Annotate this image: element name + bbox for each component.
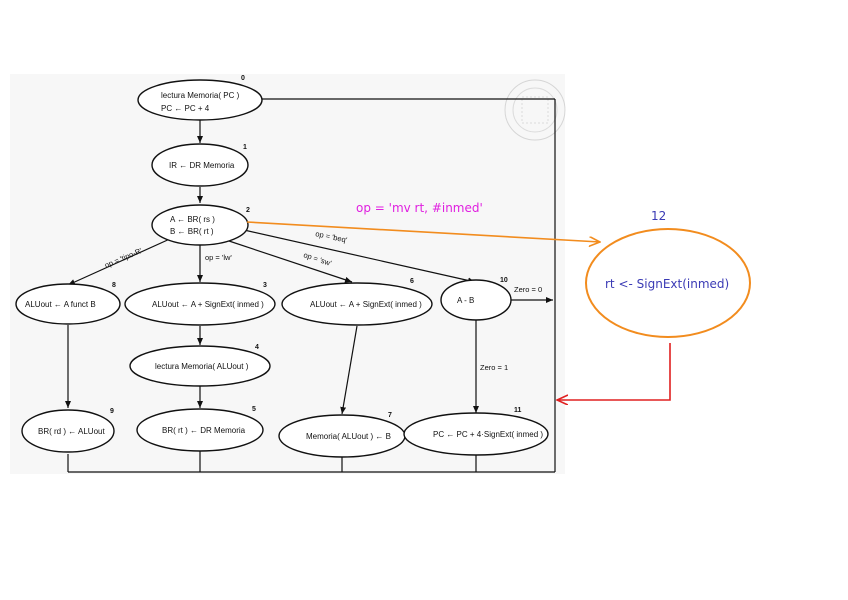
edge-label-beq: op = 'beq' (315, 229, 349, 245)
edge-label-tipo-r: op = 'tipo-R' (103, 246, 144, 270)
state-0: lectura Memoria( PC ) PC ← PC + 4 0 (137, 75, 263, 121)
state-3: ALUout ← A + SignExt( inmed ) 3 (124, 282, 276, 326)
return-transition (557, 343, 671, 400)
state-7: Memoria( ALUout ) ← B 7 (278, 412, 406, 458)
state-10: A - B 10 (440, 277, 512, 321)
state-8-number: 8 (112, 282, 116, 289)
state-12: rt <- SignExt(inmed) 12 (585, 209, 751, 338)
state-10-number: 10 (500, 277, 508, 284)
state-0-number: 0 (241, 75, 245, 82)
edge-2-12 (246, 221, 600, 242)
state-0-line2: PC ← PC + 4 (161, 104, 210, 113)
state-6-number: 6 (410, 278, 414, 285)
state-8-line1: ALUout ← A funct B (25, 300, 96, 309)
state-11-line1: PC ← PC + 4·SignExt( inmed ) (433, 430, 543, 439)
state-1-number: 1 (243, 144, 247, 151)
edge-label-lw: op = 'lw' (205, 253, 232, 262)
state-7-line1: Memoria( ALUout ) ← B (306, 432, 391, 441)
edge-6-7 (340, 325, 358, 415)
diagram-edges (65, 98, 556, 473)
state-6-line1: ALUout ← A + SignExt( inmed ) (310, 300, 422, 309)
edge-label-mv: op = 'mv rt, #inmed' (356, 201, 483, 215)
state-3-number: 3 (263, 282, 267, 289)
state-5-line1: BR( rt ) ← DR Memoria (162, 426, 246, 435)
edge-2-8 (67, 237, 173, 286)
state-4-line1: lectura Memoria( ALUout ) (155, 362, 249, 371)
state-4-number: 4 (255, 344, 259, 351)
state-6: ALUout ← A + SignExt( inmed ) 6 (281, 278, 433, 326)
state-5-number: 5 (252, 406, 256, 413)
edge-12-return (557, 343, 671, 400)
state-1-line1: IR ← DR Memoria (169, 161, 235, 170)
original-diagram-panel (10, 74, 565, 474)
state-12-number: 12 (651, 209, 666, 223)
state-2-number: 2 (246, 207, 250, 214)
state-0-line1: lectura Memoria( PC ) (161, 91, 240, 100)
state-9: BR( rd ) ← ALUout 9 (21, 408, 115, 453)
state-11: PC ← PC + 4·SignExt( inmed ) 11 (403, 407, 549, 456)
edge-2-6 (225, 239, 353, 283)
edge-label-sw: op = 'sw' (302, 250, 333, 268)
edge-label-zero0: Zero = 0 (514, 285, 542, 294)
state-11-number: 11 (514, 407, 522, 414)
state-5: BR( rt ) ← DR Memoria 5 (136, 406, 264, 452)
university-seal-watermark (504, 79, 566, 141)
state-2-line2: B ← BR( rt ) (170, 227, 214, 236)
state-2: A ← BR( rs ) B ← BR( rt ) 2 (151, 204, 250, 246)
state-8: ALUout ← A funct B 8 (15, 282, 121, 325)
state-2-line1: A ← BR( rs ) (170, 215, 215, 224)
state-9-number: 9 (110, 408, 114, 415)
edge-2-10 (243, 229, 476, 284)
state-4: lectura Memoria( ALUout ) 4 (129, 344, 271, 387)
state-3-line1: ALUout ← A + SignExt( inmed ) (152, 300, 264, 309)
state-12-line1: rt <- SignExt(inmed) (605, 277, 729, 291)
state-9-line1: BR( rd ) ← ALUout (38, 427, 105, 436)
state-10-line1: A - B (457, 296, 474, 305)
state-1: IR ← DR Memoria 1 (151, 143, 249, 187)
state-7-number: 7 (388, 412, 392, 419)
edge-label-zero1: Zero = 1 (480, 363, 508, 372)
new-transition: op = 'mv rt, #inmed' (246, 201, 600, 242)
